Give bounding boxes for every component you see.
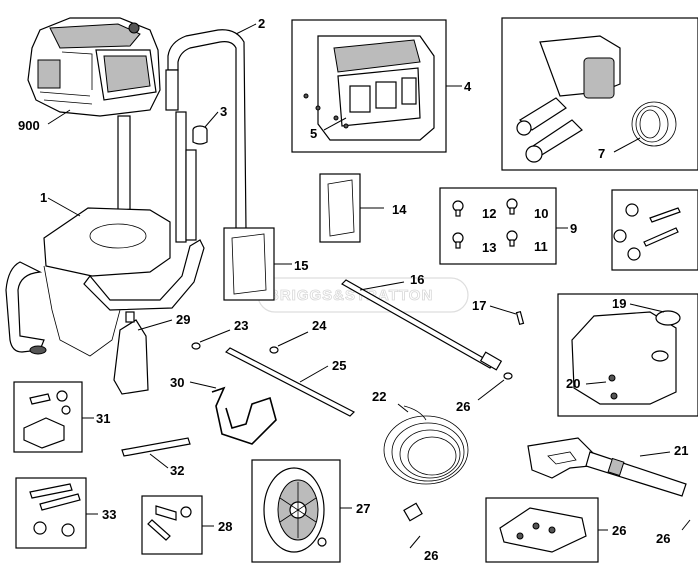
callout-16: 16	[410, 272, 424, 287]
callout-15: 15	[294, 258, 308, 273]
bracket-box-26	[485, 497, 599, 563]
callout-28: 28	[218, 519, 232, 534]
leader-26a	[477, 379, 505, 401]
bracket-box-31	[13, 381, 83, 453]
decal-14-part	[319, 173, 361, 243]
tank-box	[557, 293, 698, 417]
leader-26d	[681, 519, 691, 531]
callout-25: 25	[332, 358, 346, 373]
callout-10: 10	[534, 206, 548, 221]
hose-hook-part	[211, 386, 277, 445]
washer-24-part	[269, 346, 279, 354]
callout-26d: 26	[656, 531, 670, 546]
callout-20: 20	[566, 376, 580, 391]
bolts-box-right	[611, 189, 698, 271]
callout-5: 5	[310, 126, 317, 141]
engine-part	[27, 17, 161, 117]
frame-part	[5, 207, 205, 357]
callout-22: 22	[372, 389, 386, 404]
callout-24: 24	[312, 318, 327, 333]
soap-tube-part	[113, 319, 149, 395]
panel-box	[291, 19, 447, 153]
callout-3: 3	[220, 104, 227, 119]
wheel-box	[251, 459, 341, 563]
long-bolt-part	[121, 437, 191, 457]
callout-26b: 26	[612, 523, 626, 538]
leader-7	[613, 137, 641, 153]
callout-33: 33	[102, 507, 116, 522]
leader-29	[137, 319, 173, 331]
callout-21: 21	[674, 443, 688, 458]
washer-23-part	[191, 342, 201, 350]
engine-tube-part	[117, 115, 131, 217]
hose-part	[383, 405, 469, 522]
callout-32: 32	[170, 463, 184, 478]
callout-4: 4	[464, 79, 472, 94]
callout-2: 2	[258, 16, 265, 31]
watermark-text: BRIGGS&STRATTON	[268, 287, 433, 304]
callout-31: 31	[96, 411, 110, 426]
leader-24	[277, 331, 309, 347]
leader-26c	[409, 535, 421, 549]
pump-box	[501, 17, 698, 171]
leader-25	[299, 365, 329, 383]
leader-16	[359, 281, 405, 291]
callout-23: 23	[234, 318, 248, 333]
decal-15-part	[223, 227, 275, 301]
pin-part	[515, 310, 525, 326]
spray-gun-part	[527, 437, 687, 497]
screws-box	[439, 187, 557, 265]
leader-22	[397, 403, 409, 413]
callout-12: 12	[482, 206, 496, 221]
leader-900	[47, 109, 71, 125]
axle-box-28	[141, 495, 203, 555]
callout-14: 14	[392, 202, 407, 217]
callout-30: 30	[170, 375, 184, 390]
callout-19: 19	[612, 296, 626, 311]
callout-27: 27	[356, 501, 370, 516]
leader-17	[489, 305, 517, 315]
leader-1	[47, 197, 81, 217]
callout-11: 11	[534, 239, 548, 254]
callout-26a: 26	[456, 399, 470, 414]
callout-9: 9	[570, 221, 577, 236]
leader-23	[199, 329, 231, 343]
leader-30	[189, 381, 217, 389]
hardware-box-33	[15, 477, 87, 549]
leader-3	[204, 111, 219, 128]
leader-20	[585, 381, 607, 385]
grip-cap-part	[192, 125, 208, 145]
callout-13: 13	[482, 240, 496, 255]
leader-21	[639, 451, 671, 457]
callout-900: 900	[18, 118, 40, 133]
spray-lance-part	[341, 279, 503, 371]
leader-2	[235, 23, 257, 35]
callout-7: 7	[598, 146, 605, 161]
callout-1: 1	[40, 190, 47, 205]
o-ring-26a-part	[503, 372, 513, 380]
callout-29: 29	[176, 312, 190, 327]
leader-5	[323, 117, 347, 131]
rod-part	[224, 347, 356, 417]
callout-17: 17	[472, 298, 486, 313]
leader-19	[629, 303, 665, 313]
callout-26c: 26	[424, 548, 438, 563]
leader-32	[149, 453, 169, 469]
